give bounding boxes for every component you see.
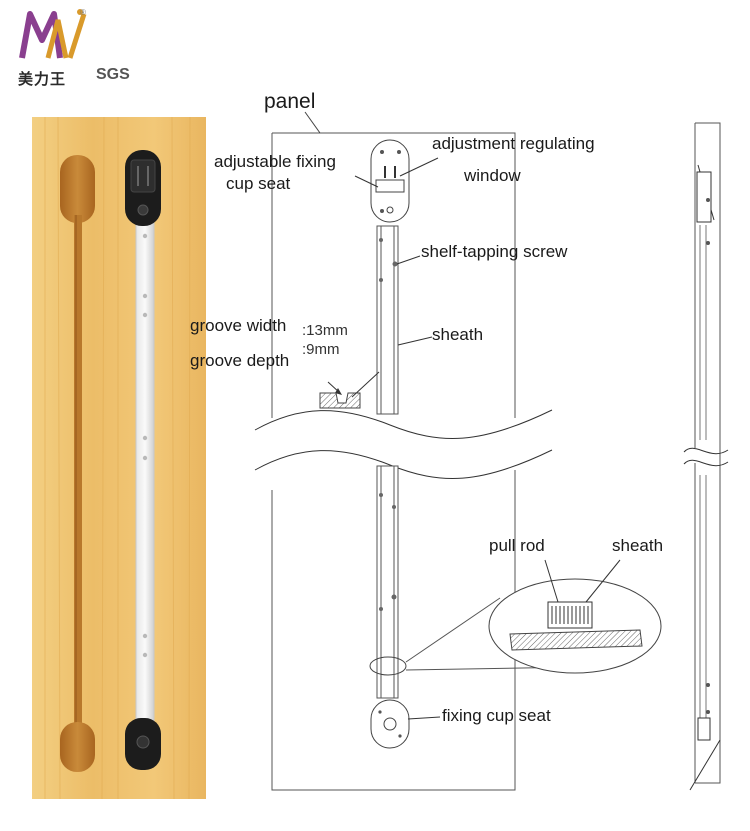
groove-cutout — [60, 155, 95, 772]
label-groove-width-value: :13mm — [302, 322, 348, 339]
label-pull-rod: pull rod — [489, 536, 545, 555]
label-sheath-detail: sheath — [612, 536, 664, 555]
sheath-rod-top — [376, 225, 399, 415]
label-groove-width: groove width — [190, 316, 287, 335]
label-adjustment-regulating: adjustment regulating — [432, 134, 595, 153]
registered-mark: ® — [80, 8, 86, 17]
label-cup-seat: cup seat — [226, 174, 291, 193]
sgs-certification: SGS — [96, 66, 130, 83]
brand-chinese-name: 美力王 — [18, 70, 67, 88]
label-groove-depth: groove depth — [190, 351, 290, 370]
wood-panel-photo — [32, 116, 206, 800]
label-panel: panel — [264, 90, 316, 113]
label-sheath: sheath — [432, 325, 484, 344]
brand-logo-icon — [19, 9, 87, 59]
detail-magnifier — [369, 559, 662, 676]
groove-profile — [319, 371, 380, 409]
adjustable-fixing-cup-seat — [370, 139, 410, 223]
label-fixing-cup-seat: fixing cup seat — [442, 706, 551, 725]
installed-mechanism-photo — [125, 150, 161, 770]
sheath-rod-bottom — [376, 465, 399, 699]
label-shelf-tapping-screw: shelf-tapping screw — [421, 242, 568, 261]
side-view-drawing — [683, 122, 729, 791]
label-groove-depth-value: :9mm — [302, 341, 340, 358]
fixing-cup-seat — [370, 699, 410, 749]
center-technical-drawing — [254, 111, 662, 791]
label-window: window — [464, 166, 521, 185]
label-adjustable-fixing: adjustable fixing — [214, 152, 336, 171]
